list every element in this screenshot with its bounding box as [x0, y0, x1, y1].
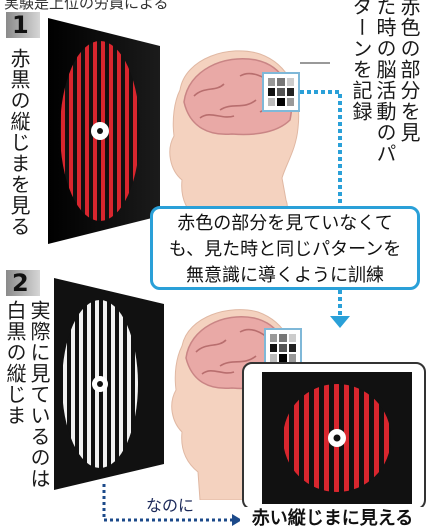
training-note: 赤色の部分を見ていなくて も、見た時と同じパターンを 無意識に導くように訓練 — [150, 206, 420, 290]
header-text: 実験是上位の労員による — [4, 0, 169, 12]
step-2-number: 2 — [6, 270, 40, 296]
perceived-panel-red — [262, 372, 412, 504]
step-2-caption-b: 白黒の縦じま — [3, 300, 27, 426]
brain-pattern-grid-1 — [262, 72, 300, 112]
record-caption-col-1: 赤色の部分を見 — [397, 0, 421, 143]
note-line-1: 赤色の部分を見ていなくて — [177, 213, 393, 234]
stimulus-panel-white — [54, 278, 164, 490]
white-stripes — [62, 300, 138, 468]
step-1-number: 1 — [6, 12, 40, 38]
pointer-line — [300, 62, 330, 64]
note-line-2: も、見た時と同じパターンを — [168, 239, 402, 260]
step-1-caption: 赤黒の縦じまを見る — [7, 48, 31, 237]
brain-pattern-grid-2 — [264, 328, 302, 368]
step-2-caption-a: 実際に見ているのは — [27, 300, 51, 489]
note-line-3: 無意識に導くように訓練 — [186, 265, 384, 286]
arrow-label: なのに — [146, 496, 195, 515]
record-caption-col-2: た時の脳活動のパ — [373, 0, 397, 164]
stimulus-panel-red — [48, 18, 160, 244]
record-caption-col-3: ターンを記録 — [349, 0, 373, 122]
result-label: 赤い縦じまに見える — [240, 507, 425, 531]
